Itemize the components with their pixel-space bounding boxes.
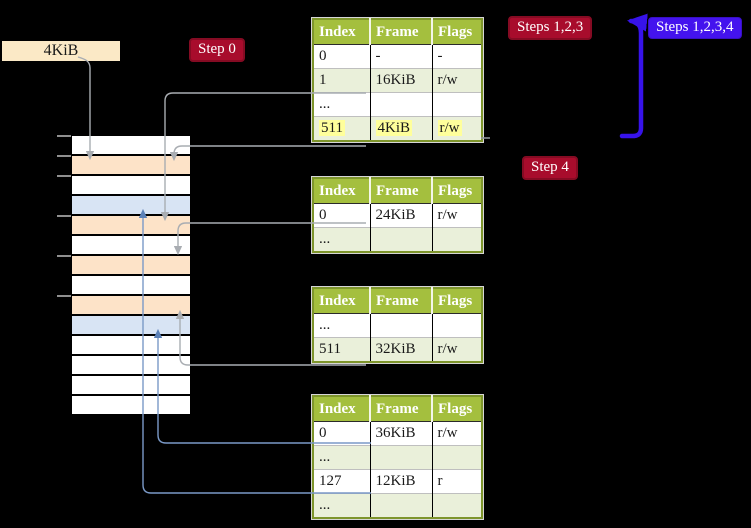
memory-tick [57,175,71,177]
table-row: ... [313,493,482,518]
cell-index: ... [313,227,371,252]
recursive-loop-arrow [619,13,648,139]
page-table-bottom: Index Frame Flags 0 36KiB r/w ... 127 12… [311,394,484,520]
highlighted-value: 511 [319,120,345,136]
cell-index: 0 [313,203,371,228]
table-row: ... [313,313,482,338]
cell-index: 1 [313,68,371,93]
memory-cell-white [72,136,190,154]
cell-index: 511 [313,116,371,141]
table-row: ... [313,92,482,117]
header-row: Index Frame Flags [313,396,482,422]
memory-cell-white [72,336,190,354]
table-row: 0 - - [313,44,482,69]
cell-index: ... [313,92,371,117]
cell-frame: 16KiB [370,68,433,93]
cell-flags: r [432,469,482,494]
memory-cell-orange [72,296,190,314]
memory-cell-orange [72,216,190,234]
col-header-flags: Flags [432,178,482,204]
memory-tick [57,135,71,137]
memory-tick [57,155,71,157]
col-header-index: Index [313,396,371,422]
header-row: Index Frame Flags [313,288,482,314]
col-header-frame: Frame [370,19,433,45]
col-header-frame: Frame [370,178,433,204]
memory-tick [57,255,71,257]
memory-cell-blue [72,196,190,214]
memory-cell-white [72,276,190,294]
cell-flags: r/w [432,68,482,93]
col-header-index: Index [313,288,371,314]
cell-frame: 24KiB [370,203,433,228]
step-4-label: Step 4 [522,156,578,180]
highlighted-value: 4KiB [375,120,413,136]
cell-frame [370,445,433,470]
page-table-top: Index Frame Flags 0 - - 1 16KiB r/w ... … [311,17,484,143]
col-header-flags: Flags [432,19,482,45]
cell-flags: r/w [432,337,482,362]
frame-address-box: 4KiB [2,41,120,61]
cell-flags: r/w [437,207,458,223]
cell-frame [370,313,433,338]
page-table-third: Index Frame Flags ... 511 32KiB r/w [311,286,484,364]
table-row: ... [313,445,482,470]
col-header-frame: Frame [370,396,433,422]
memory-tick [57,295,71,297]
table-row: 0 24KiB r/w [313,203,482,228]
header-row: Index Frame Flags [313,19,482,45]
cell-flags: - [437,48,443,64]
cell-index: ... [313,445,371,470]
cell-index: 0 [313,44,371,69]
table-row: 511 32KiB r/w [313,337,482,362]
table-row-highlighted: 511 4KiB r/w [313,116,482,141]
cell-flags [432,493,482,518]
cell-flags [432,445,482,470]
col-header-flags: Flags [432,396,482,422]
cell-index: 127 [313,469,371,494]
table-row: 1 16KiB r/w [313,68,482,93]
cell-frame: 4KiB [370,116,433,141]
page-table-second: Index Frame Flags 0 24KiB r/w ... [311,176,484,254]
cell-frame: - [370,44,433,69]
col-header-frame: Frame [370,288,433,314]
step-0-label: Step 0 [189,38,245,62]
memory-cell-white [72,396,190,414]
memory-cell-white [72,236,190,254]
cell-frame [370,92,433,117]
cell-flags [432,314,482,338]
table-row: 0 36KiB r/w [313,421,482,446]
cell-flags [432,92,482,117]
table-row: ... [313,227,482,252]
cell-index: ... [313,313,371,338]
col-header-index: Index [313,19,371,45]
cell-frame [370,493,433,518]
highlighted-value: r/w [437,120,462,136]
memory-cell-white [72,356,190,374]
memory-cell-orange [72,156,190,174]
steps-123-label: Steps 1,2,3 [508,16,593,40]
header-row: Index Frame Flags [313,178,482,204]
col-header-flags: Flags [432,288,482,314]
cell-flags [432,227,482,252]
cell-frame: 36KiB [370,421,433,446]
cell-frame: 32KiB [370,337,433,362]
memory-cell-white [72,176,190,194]
col-header-index: Index [313,178,371,204]
table-row: 127 12KiB r [313,469,482,494]
arrow-entry511-to-4kib-frame [169,145,366,162]
steps-1234-label: Steps 1,2,3,4 [648,17,742,39]
memory-tick [57,215,71,217]
memory-cell-orange [72,256,190,274]
cell-index: 511 [313,337,371,362]
cell-frame: 12KiB [370,469,433,494]
memory-cell-white [72,376,190,394]
cell-flags: r/w [437,425,458,441]
cell-frame [370,227,433,252]
cell-flags: r/w [432,116,482,141]
memory-cell-blue [72,316,190,334]
cell-index: 0 [313,421,371,446]
cell-index: ... [313,493,371,518]
